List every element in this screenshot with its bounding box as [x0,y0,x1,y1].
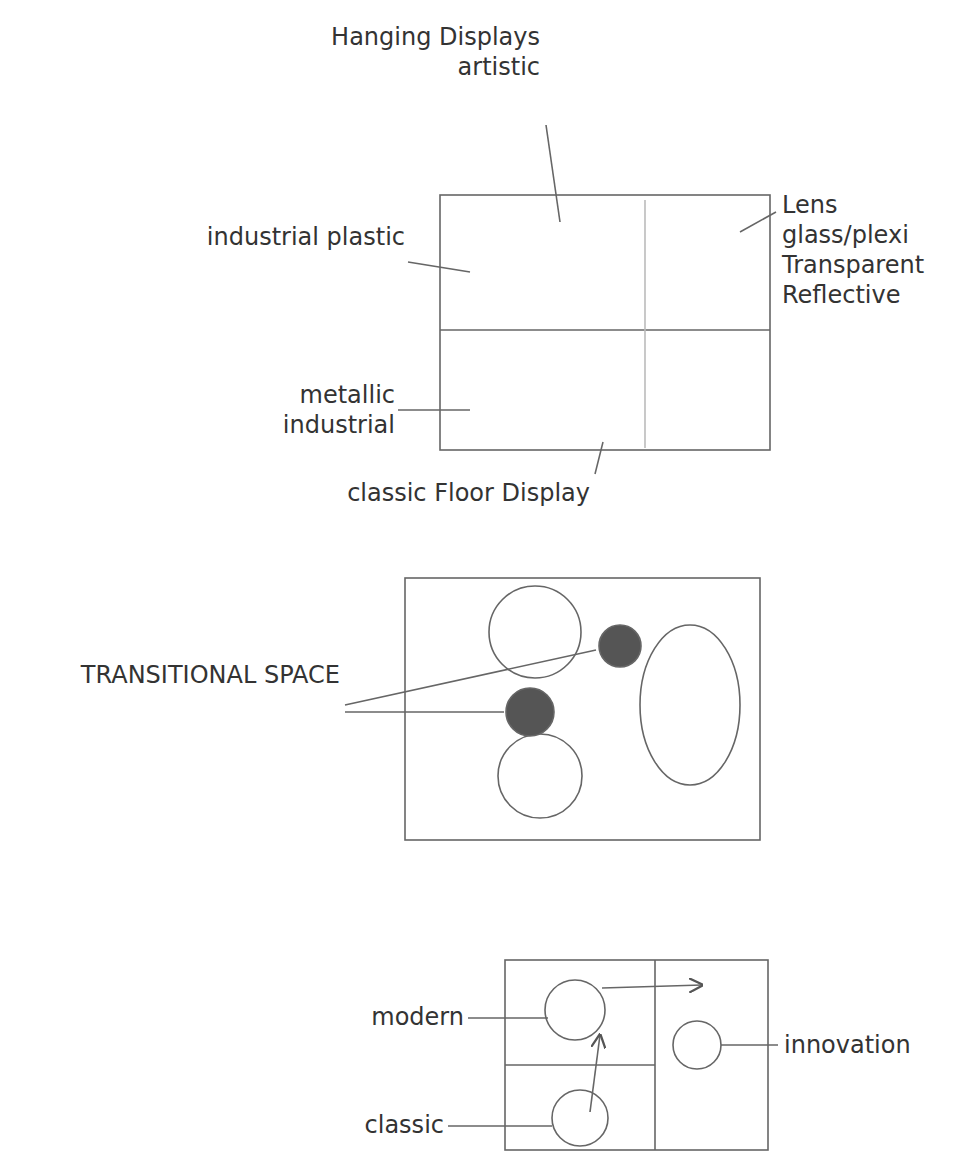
zone-circle [498,734,582,818]
faint-line [644,200,646,448]
leader-line [721,1044,778,1046]
sketch-label: innovation [784,1030,950,1060]
leader-line [448,1125,552,1127]
divider-line [654,960,656,1150]
leader-line [595,442,603,474]
leader-line [345,650,596,705]
sketch-label: TRANSITIONAL SPACE [30,660,340,690]
sketch-label: Lens glass/plexi Transparent Reflective [782,190,948,310]
sketch-label: industrial plastic [200,222,405,252]
zone-circle [552,1090,608,1146]
zone-circle [489,586,581,678]
display-box [440,195,770,450]
flow-arrow [602,985,702,988]
sketch-label: metallic industrial [190,380,395,440]
leader-line [345,711,504,713]
leader-line [468,1017,548,1019]
leader-line [408,262,470,272]
zone-circle [545,980,605,1040]
sketch-label: Hanging Displays artistic [320,22,540,82]
zone-circle [673,1021,721,1069]
sketch-label: classic Floor Display [290,478,590,508]
leader-line [546,125,560,222]
transition-dot [599,625,641,667]
leader-line [398,409,470,411]
flow-arrow [590,1035,600,1112]
plan-box [505,960,768,1150]
leader-line [740,212,776,232]
transition-dot [506,688,554,736]
zone-ellipse [640,625,740,785]
floor-plan [405,578,760,840]
sketch-label: classic [280,1110,444,1140]
divider-line [505,1064,655,1066]
shelf-line [440,329,770,331]
sketch-label: modern [300,1002,464,1032]
